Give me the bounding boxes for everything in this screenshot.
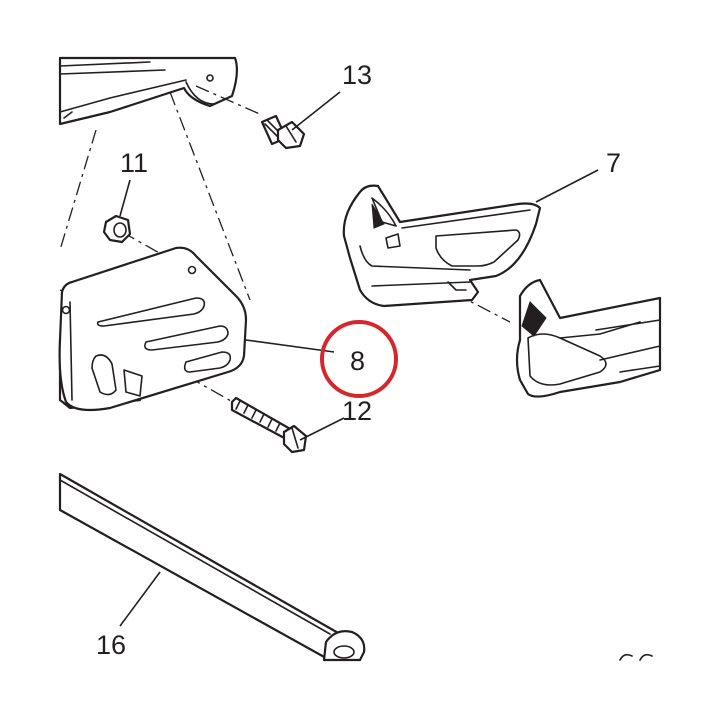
- frame-fragment-top-left: [58, 56, 239, 126]
- bolt-part-13: [260, 114, 306, 150]
- bolt-part-12: [230, 396, 308, 454]
- callout-11: 11: [120, 148, 148, 178]
- nut-part-11: [102, 214, 132, 244]
- shaft-part-16: [58, 472, 366, 662]
- cropped-text-fragment: [619, 653, 653, 661]
- bracket-part-7: [342, 184, 542, 308]
- bracket-part-8: [58, 246, 248, 412]
- callout-12: 12: [342, 396, 372, 426]
- highlight-circle: [320, 320, 398, 398]
- callout-16: 16: [96, 630, 126, 660]
- leader-lines: [119, 91, 599, 627]
- callout-8: 8: [350, 346, 365, 376]
- callout-13: 13: [342, 60, 372, 90]
- callout-7: 7: [606, 148, 621, 178]
- mounted-guard-fragment: [515, 278, 662, 398]
